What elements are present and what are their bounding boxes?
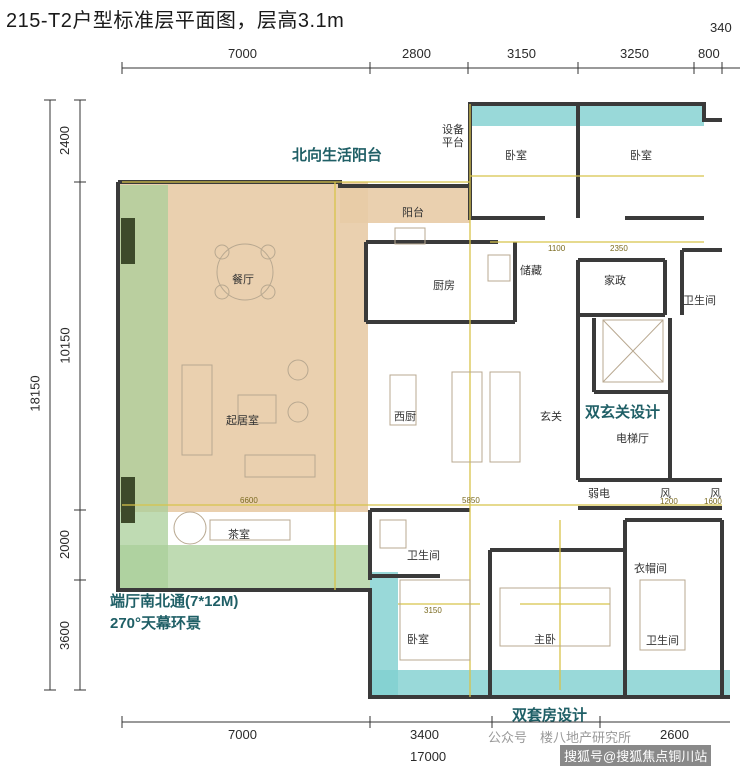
room-foyer: 玄关	[540, 411, 562, 423]
room-cloakroom: 衣帽间	[634, 563, 667, 575]
dim-top-2: 2800	[402, 46, 431, 61]
dim-top-partial: 340	[710, 20, 732, 35]
watermark-wechat: 公众号	[488, 730, 528, 745]
dim-bottom-total: 17000	[410, 749, 447, 764]
watermark-wechat-name: 楼八地产研究所	[540, 730, 632, 745]
north-balcony-shading	[340, 185, 470, 223]
teal-bedrooms-top	[472, 104, 704, 126]
small-dim-1600: 1600	[704, 497, 722, 506]
room-bedroom-3: 卧室	[407, 634, 429, 646]
dim-left-2: 10150	[57, 327, 73, 364]
room-wind-2: 风	[710, 488, 721, 500]
dim-top-1: 7000	[228, 46, 257, 61]
dim-bottom-1: 7000	[228, 727, 257, 742]
callout-north-balcony: 北向生活阳台	[292, 147, 383, 164]
watermark-sohu: 搜狐号@搜狐焦点铜川站	[560, 745, 712, 766]
axis-lines	[122, 104, 722, 697]
room-bath-3: 卫生间	[646, 635, 679, 647]
room-storage: 储藏	[520, 265, 542, 277]
callout-double-foyer: 双玄关设计	[585, 404, 661, 421]
room-wind-1: 风	[660, 488, 671, 500]
dim-left-3: 2000	[56, 530, 72, 559]
dim-left-1: 2400	[56, 126, 72, 155]
small-dim-3150: 3150	[424, 606, 442, 615]
small-dim-2350: 2350	[610, 244, 628, 253]
dim-top-4: 3250	[620, 46, 649, 61]
room-equipment: 设备平台	[442, 124, 464, 149]
small-dim-5850: 5850	[462, 496, 480, 505]
room-bath-2: 卫生间	[407, 550, 440, 562]
room-weak-electric: 弱电	[588, 488, 610, 500]
dim-bottom-3: 2600	[660, 727, 689, 742]
room-master-bedroom: 主卧	[534, 634, 556, 646]
walls	[116, 102, 730, 699]
balcony-strip-bottom	[120, 545, 370, 590]
room-bedroom-2: 卧室	[630, 150, 652, 162]
window-pier-upper	[121, 218, 135, 264]
room-bedroom-1: 卧室	[505, 150, 527, 162]
room-bath-1: 卫生间	[683, 295, 716, 307]
room-tea: 茶室	[228, 529, 250, 541]
window-pier-lower	[121, 477, 135, 523]
furniture	[173, 227, 686, 661]
teal-suite-bottom	[370, 670, 730, 698]
page-title: 215-T2户型标准层平面图，层高3.1m	[6, 10, 345, 32]
room-dining: 餐厅	[232, 274, 254, 286]
room-western-kitchen: 西厨	[394, 411, 416, 423]
small-dim-1200: 1200	[660, 497, 678, 506]
room-kitchen: 厨房	[433, 280, 455, 292]
callout-end-hall-1: 端厅南北通(7*12M)	[110, 593, 239, 610]
room-housekeeping: 家政	[604, 275, 626, 287]
dim-top-5: 800	[698, 46, 720, 61]
small-dim-1100: 1100	[548, 244, 566, 253]
dimension-lines	[44, 62, 740, 728]
room-living: 起居室	[226, 415, 259, 427]
dim-left-total: 18150	[27, 375, 43, 412]
dim-bottom-2: 3400	[410, 727, 439, 742]
callout-end-hall-2: 270°天幕环景	[110, 615, 202, 632]
small-dim-6600: 6600	[240, 496, 258, 505]
room-balcony: 阳台	[402, 207, 424, 219]
dim-top-3: 3150	[507, 46, 536, 61]
dim-left-4: 3600	[56, 621, 72, 650]
room-elevator-hall: 电梯厅	[616, 433, 649, 445]
callout-double-suite: 双套房设计	[512, 707, 588, 724]
